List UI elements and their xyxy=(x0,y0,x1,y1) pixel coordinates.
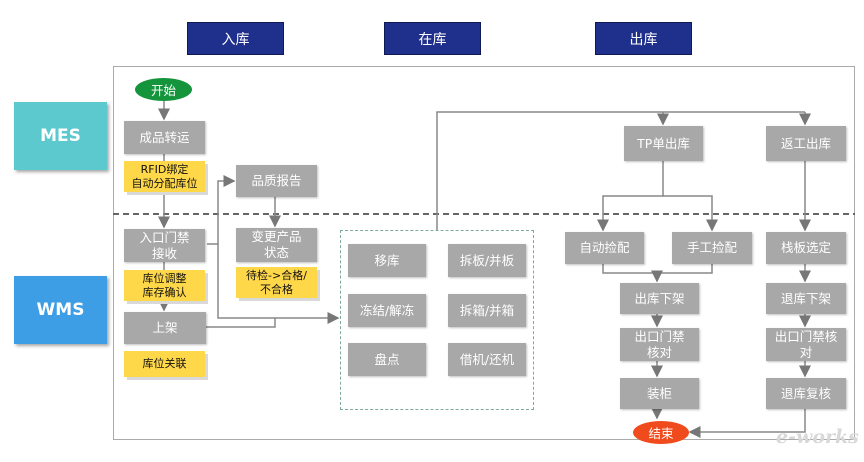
status-note-line2: 不合格 xyxy=(260,282,293,296)
freeze-box: 冻结/解冻 xyxy=(348,294,426,327)
return-exit-gate-box: 出口门禁核 对 xyxy=(766,328,846,361)
return-unshelve-box: 退库下架 xyxy=(766,283,846,314)
phase-instock: 在库 xyxy=(384,22,481,55)
rfid-note-line1: RFID绑定 xyxy=(140,163,189,177)
return-outbound-box: 返工出库 xyxy=(766,126,846,161)
move-box: 移库 xyxy=(348,244,426,277)
system-mes: MES xyxy=(14,102,107,170)
exit-gate-line2: 核对 xyxy=(646,344,672,360)
system-wms: WMS xyxy=(14,276,107,344)
rfid-note: RFID绑定 自动分配库位 xyxy=(124,161,205,192)
entry-gate-box: 入口门禁 接收 xyxy=(124,229,205,262)
pallet-select-box: 栈板选定 xyxy=(766,232,846,264)
borrow-box: 借机/还机 xyxy=(448,343,526,376)
change-status-line2: 状态 xyxy=(263,245,289,260)
product-transfer-box: 成品转运 xyxy=(124,121,205,154)
return-exit-gate-line1: 出口门禁核 xyxy=(774,328,838,344)
split-pallet-box: 拆板/并板 xyxy=(448,244,526,277)
entry-gate-line2: 接收 xyxy=(151,245,177,261)
phase-outbound: 出库 xyxy=(595,22,692,55)
split-box-box: 拆箱/并箱 xyxy=(448,294,526,327)
instock-area xyxy=(340,230,534,410)
return-exit-gate-line2: 对 xyxy=(799,344,813,360)
exit-gate-line1: 出口门禁 xyxy=(634,328,685,344)
container-load-box: 装柜 xyxy=(620,378,699,409)
shelving-box: 上架 xyxy=(124,312,206,344)
auto-pick-box: 自动捡配 xyxy=(565,232,644,264)
change-status-box: 变更产品 状态 xyxy=(236,228,317,262)
adjust-note-line2: 库存确认 xyxy=(142,285,187,299)
quality-report-box: 品质报告 xyxy=(236,165,317,197)
adjust-note: 库位调整 库存确认 xyxy=(124,270,205,301)
exit-gate-box: 出口门禁 核对 xyxy=(620,328,699,361)
location-link-note: 库位关联 xyxy=(124,351,205,377)
return-recheck-box: 退库复核 xyxy=(766,378,846,409)
inventory-box: 盘点 xyxy=(348,343,426,376)
manual-pick-box: 手工捡配 xyxy=(672,232,752,264)
end-node: 结束 xyxy=(633,421,689,444)
phase-inbound: 入库 xyxy=(187,22,284,55)
change-status-line1: 变更产品 xyxy=(251,229,302,245)
entry-gate-line1: 入口门禁 xyxy=(139,229,190,245)
status-note: 待检->合格/ 不合格 xyxy=(236,267,317,298)
start-node: 开始 xyxy=(135,78,192,101)
adjust-note-line1: 库位调整 xyxy=(142,272,187,286)
status-note-line1: 待检->合格/ xyxy=(246,269,307,283)
unshelve-box: 出库下架 xyxy=(620,283,699,314)
rfid-note-line2: 自动分配库位 xyxy=(131,176,198,190)
watermark-logo: e-works xyxy=(776,426,859,448)
tp-outbound-box: TP单出库 xyxy=(624,126,703,161)
